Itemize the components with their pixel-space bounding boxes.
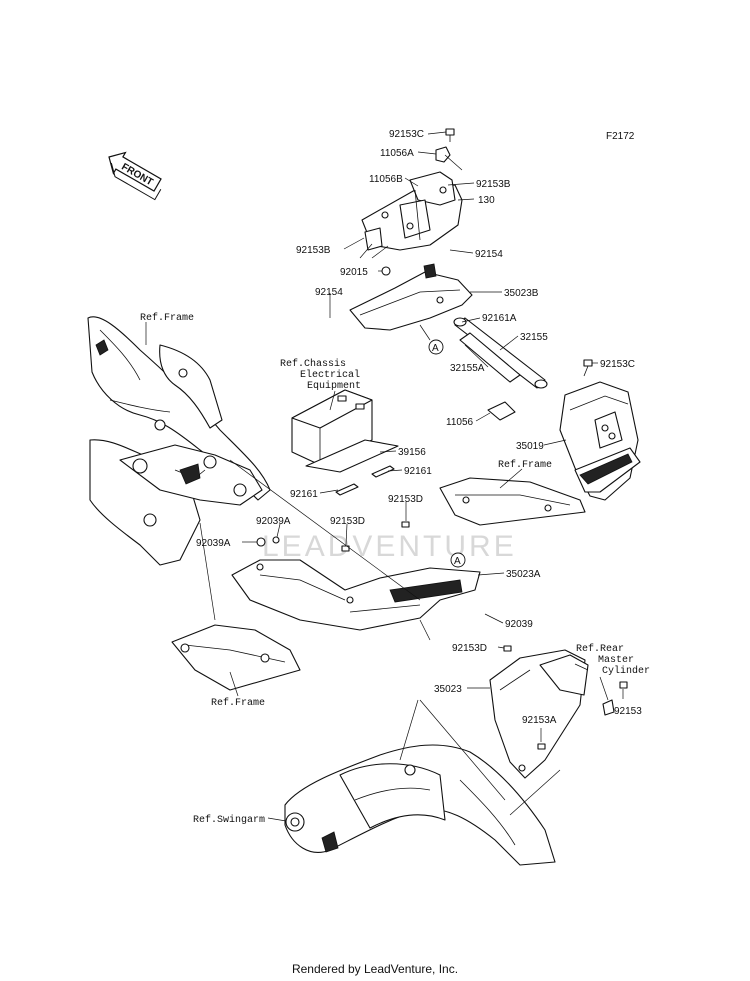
label-92153c-right: 92153C <box>600 359 635 370</box>
tubes-32155 <box>453 317 548 389</box>
tray-35023b <box>349 263 473 331</box>
label-92039a-a: 92039A <box>256 516 291 527</box>
leader-lines <box>145 131 624 822</box>
label-92153b-left: 92153B <box>296 245 331 256</box>
label-11056a: 11056A <box>380 148 414 159</box>
diagram-code: F2172 <box>606 131 635 142</box>
label-92154-left: 92154 <box>315 287 343 298</box>
label-92153c-top: 92153C <box>389 129 424 140</box>
bolt-92039a-a <box>256 537 266 547</box>
bolt-92153d-low <box>503 645 512 652</box>
bolt-92153 <box>602 681 628 716</box>
marker-a-lower: A <box>450 552 466 568</box>
label-92161-left: 92161 <box>290 489 318 500</box>
label-92153d-low: 92153D <box>452 643 487 654</box>
ref-chassis-line1: Ref.Chassis <box>280 358 346 370</box>
strip-92161-left <box>335 483 359 496</box>
label-32155a: 32155A <box>450 363 485 374</box>
clip-11056a <box>435 146 451 163</box>
pad-39156 <box>305 439 399 473</box>
label-32155: 32155 <box>520 332 548 343</box>
ref-swingarm: Ref.Swingarm <box>193 814 265 826</box>
label-11056: 11056 <box>446 417 474 428</box>
label-92153b-right: 92153B <box>476 179 511 190</box>
label-92039a-b: 92039A <box>196 538 231 549</box>
bracket-11056b <box>361 171 463 251</box>
label-92154-right: 92154 <box>475 249 503 260</box>
label-92153d-mid: 92153D <box>388 494 423 505</box>
label-130: 130 <box>478 195 495 206</box>
label-92153d-left: 92153D <box>330 516 365 527</box>
label-35023: 35023 <box>434 684 462 695</box>
bolt-92153a <box>537 743 546 750</box>
ref-rear-line1: Ref.Rear <box>576 643 624 655</box>
label-92161a: 92161A <box>482 313 517 324</box>
ref-chassis-line3: Equipment <box>307 380 361 392</box>
swingarm <box>284 744 556 866</box>
label-92153a: 92153A <box>522 715 557 726</box>
bolt-92153d-mid <box>401 521 410 528</box>
front-arrow-icon: FRONT <box>108 151 162 201</box>
ref-frame-mid: Ref.Frame <box>498 459 552 471</box>
label-92039: 92039 <box>505 619 533 630</box>
svg-text:A: A <box>432 343 439 354</box>
taillight-35019 <box>559 381 641 501</box>
undertray-35023a <box>231 559 481 631</box>
ref-frame-top: Ref.Frame <box>140 312 194 324</box>
label-92161-right: 92161 <box>404 466 432 477</box>
label-11056b: 11056B <box>369 174 403 185</box>
bolt-92153d-left <box>341 545 350 552</box>
ref-rear-line2: Master <box>598 655 634 666</box>
label-92015: 92015 <box>340 267 368 278</box>
marker-a-upper: A <box>428 339 444 355</box>
side-cover-35023 <box>489 649 589 779</box>
label-92153: 92153 <box>614 706 642 717</box>
clip-11056 <box>487 401 516 421</box>
ref-frame-bottom: Ref.Frame <box>211 697 265 709</box>
frame-bottom-left <box>171 624 301 691</box>
label-35023b: 35023B <box>504 288 539 299</box>
label-35019: 35019 <box>516 441 544 452</box>
footer-credit: Rendered by LeadVenture, Inc. <box>291 962 459 976</box>
label-39156: 39156 <box>398 447 426 458</box>
frame-assembly <box>87 316 271 566</box>
bolt-92039a-b <box>272 536 280 544</box>
watermark: LEADVENTURE <box>262 530 517 563</box>
bolt-92153c-top <box>445 128 455 142</box>
ref-rear-line3: Cylinder <box>602 665 650 677</box>
label-35023a: 35023A <box>506 569 541 580</box>
bolt-92153c-right <box>583 359 593 377</box>
svg-text:A: A <box>454 556 461 567</box>
frame-mid-right <box>439 477 586 526</box>
strip-92161-right <box>371 465 395 478</box>
ref-chassis-line2: Electrical <box>300 369 360 381</box>
